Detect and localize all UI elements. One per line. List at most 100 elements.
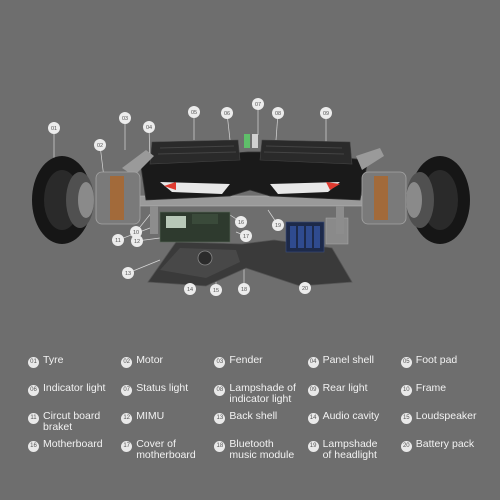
callout-01: 01 [48,122,60,134]
legend-number-badge: 04 [307,357,319,368]
svg-text:20: 20 [302,286,308,292]
legend-label: Rear light [322,382,368,394]
svg-text:02: 02 [97,143,103,149]
callout-06: 06 [221,107,233,119]
legend-label: Audio cavity [322,410,380,422]
legend-number-badge: 09 [307,385,319,396]
legend-number-badge: 18 [214,441,226,452]
legend-item: 16 Motherboard [28,439,115,467]
callout-18: 18 [238,283,250,295]
legend-label: Status light [136,382,189,394]
callout-09: 09 [320,107,332,119]
legend-number-badge: 16 [28,441,39,452]
svg-text:13: 13 [125,271,131,277]
svg-text:16: 16 [238,220,244,226]
svg-text:07: 07 [255,102,261,108]
rear-light-shape [160,182,230,194]
legend-number-badge: 12 [121,413,133,424]
svg-text:15: 15 [213,288,219,294]
tyre-left-shape [32,156,94,244]
legend-label: Indicator light [43,382,106,394]
legend-number-badge: 03 [214,357,226,368]
svg-text:19: 19 [275,223,281,229]
legend-number-badge: 06 [28,385,39,396]
legend-number-badge: 15 [400,413,412,424]
status-light-shape [244,134,250,148]
hoverboard-exploded-diagram: 01 02 03 04 05 06 07 08 09 10 11 12 13 14 15 16 17 18 19 20 [32,98,470,296]
callout-12: 12 [131,235,143,247]
callout-16: 16 [235,216,247,228]
svg-text:09: 09 [323,111,329,117]
loudspeaker-shape [197,250,213,266]
legend-label: Tyre [43,354,64,366]
svg-text:06: 06 [224,111,230,117]
legend-label: Circut board braket [43,410,101,433]
legend-number-badge: 20 [400,441,412,452]
legend-label: Lampshade of indicator light [229,382,296,405]
legend-number-badge: 07 [121,385,133,396]
legend-label: Frame [415,382,447,394]
legend-number-badge: 14 [307,413,319,424]
legend-number-badge: 17 [121,441,133,452]
legend-label: Lampshade of headlight [322,438,378,461]
tyre-right-shape [406,156,470,244]
legend-label: Loudspeaker [415,410,477,422]
legend-number-badge: 10 [400,385,412,396]
callout-02: 02 [94,139,106,151]
legend-number-badge: 01 [28,357,39,368]
legend-label: Motor [136,354,164,366]
legend-number-badge: 08 [214,385,226,396]
legend-label: Bluetooth music module [229,438,295,461]
callout-19: 19 [272,219,284,231]
svg-text:18: 18 [241,287,247,293]
legend-label: Panel shell [322,354,374,366]
callout-10: 10 [130,226,142,238]
legend-label: Battery pack [415,438,475,450]
callout-markers: 01 02 03 04 05 06 07 08 09 10 11 12 13 14 15 16 17 18 19 20 [48,98,332,296]
legend-number-badge: 11 [28,413,39,424]
svg-text:11: 11 [115,238,121,244]
legend-label: Foot pad [415,354,458,366]
svg-text:05: 05 [191,110,197,116]
callout-04: 04 [143,121,155,133]
legend-number-badge: 02 [121,357,133,368]
callout-13: 13 [122,267,134,279]
callout-15: 15 [210,284,222,296]
svg-text:04: 04 [146,125,152,131]
svg-text:03: 03 [122,116,128,122]
svg-text:12: 12 [134,239,140,245]
legend-number-badge: 13 [214,413,226,424]
callout-05: 05 [188,106,200,118]
legend-label: MIMU [136,410,165,422]
fender-left-shape [122,150,154,176]
legend-label: Fender [229,354,263,366]
callout-17: 17 [240,230,252,242]
svg-text:08: 08 [275,111,281,117]
legend-label: Back shell [229,410,278,422]
legend-label: Motherboard [43,438,103,450]
legend-number-badge: 19 [307,441,319,452]
legend-label: Cover of motherboard [136,438,196,461]
legend-item: 06 Indicator light [28,383,115,411]
callout-20: 20 [299,282,311,294]
svg-text:14: 14 [187,287,193,293]
svg-text:10: 10 [133,230,139,236]
callout-03: 03 [119,112,131,124]
callout-14: 14 [184,283,196,295]
